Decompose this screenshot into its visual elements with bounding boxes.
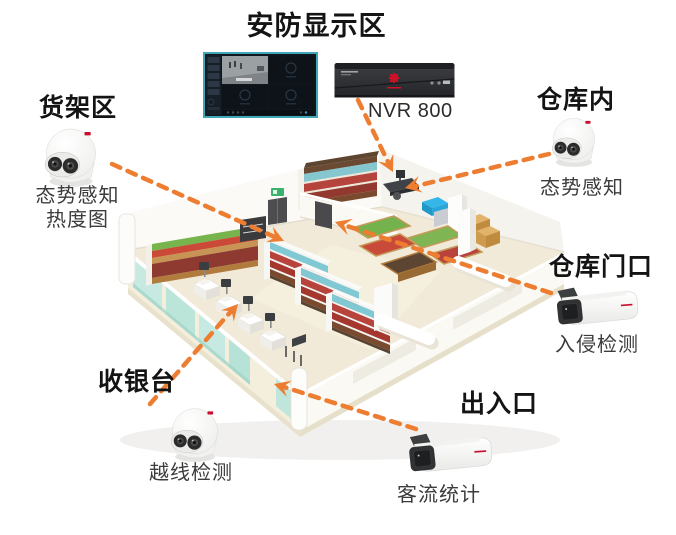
dome-camera-cashier — [161, 404, 229, 463]
dome-camera-shelf-area — [34, 124, 108, 188]
monitor-grid — [222, 56, 314, 109]
feature-heat-map: 热度图 — [46, 209, 109, 231]
zone-title-warehouse-inside: 仓库内 — [536, 86, 615, 114]
bullet-camera-entrance — [396, 430, 500, 479]
dome-camera-warehouse — [543, 114, 605, 168]
line-nvr-to-warehouse — [355, 97, 393, 169]
exit-sign — [271, 188, 284, 196]
feature-situational-awareness: 态势感知 — [35, 185, 120, 207]
nvr-label: NVR 800 — [368, 100, 453, 122]
display-area-title: 安防显示区 — [246, 11, 387, 41]
zone-title-entrance: 出入口 — [459, 390, 538, 418]
monitor-toolbar — [222, 110, 314, 115]
feature-situational-awareness-warehouse: 态势感知 — [540, 177, 624, 199]
feature-people-counting: 客流统计 — [397, 484, 481, 506]
arrowheads — [221, 153, 423, 397]
usb-port — [443, 80, 450, 84]
line-shelf-camera — [109, 161, 280, 241]
warehouse-door — [315, 201, 332, 229]
warehouse-stock-shelf — [298, 151, 379, 210]
video-wall-monitor — [203, 52, 318, 118]
bullet-camera-warehouse-door — [544, 284, 646, 332]
feature-line-crossing-detection: 越线检测 — [149, 462, 233, 484]
line-warehouse-door-camera — [338, 221, 554, 296]
line-warehouse-camera — [409, 151, 552, 190]
zone-title-warehouse-door: 仓库门口 — [548, 253, 653, 281]
line-entrance-camera — [278, 383, 419, 432]
camera-red-stripe — [474, 450, 487, 453]
nvr-model-text — [341, 71, 358, 73]
queue-bollards — [285, 334, 306, 366]
entrance-pillar — [118, 213, 136, 285]
wall-recessed-panel — [353, 338, 416, 384]
storefront-glass-panels — [133, 259, 295, 422]
back-right-wall — [379, 149, 564, 252]
zone-title-cashier: 收银台 — [97, 368, 176, 396]
nvr-device — [334, 62, 455, 99]
feature-intrusion-detection: 入侵检测 — [555, 334, 639, 356]
line-cashier-camera — [147, 306, 236, 407]
huawei-logo — [387, 72, 401, 89]
corner-pillar — [290, 367, 308, 431]
camera-logo — [207, 411, 214, 415]
zone-features-shelf-area: 态势感知 热度图 — [15, 184, 140, 232]
camera-logo — [585, 120, 591, 124]
camera-logo — [84, 132, 91, 136]
zone-title-shelf-area: 货架区 — [38, 94, 117, 122]
checkout-counters — [193, 261, 306, 366]
connection-arrows — [109, 97, 554, 432]
monitor-sidebar — [206, 55, 221, 115]
wall-recessed-panel — [453, 281, 522, 330]
camera-red-stripe — [620, 303, 633, 307]
